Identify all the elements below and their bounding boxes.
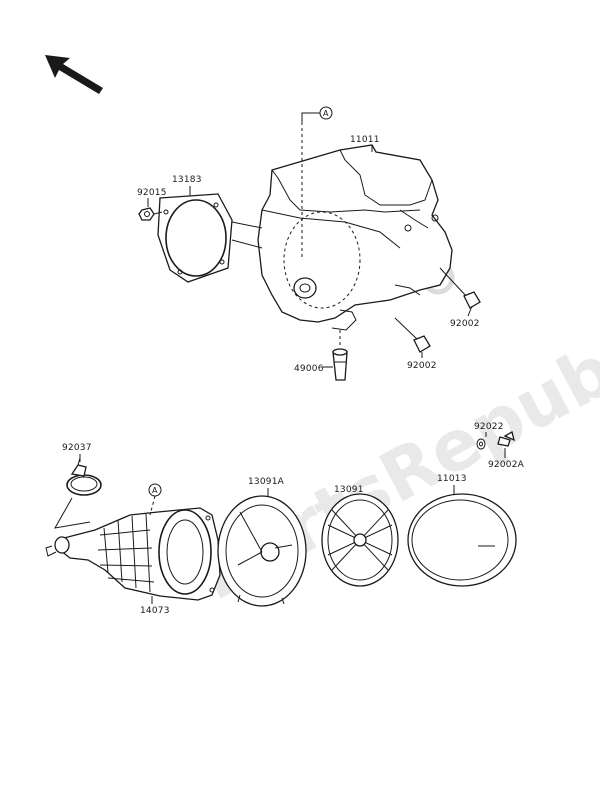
part-label-92015: 92015 <box>137 188 167 198</box>
front-direction-arrow-icon <box>45 55 103 94</box>
filter-frame-13091a <box>217 495 307 607</box>
part-label-13091a: 13091A <box>248 477 285 487</box>
leader-92002-upper <box>467 305 473 317</box>
part-label-11013: 11013 <box>437 474 467 484</box>
wing-nut-92002a <box>497 431 515 447</box>
washer-92022 <box>476 438 486 450</box>
part-label-11011: 11011 <box>350 135 380 145</box>
callout-marker-a-lower: A <box>148 483 162 516</box>
drain-cap-49006 <box>332 330 348 381</box>
intake-boot-14073 <box>45 507 221 601</box>
part-label-14073: 14073 <box>140 606 170 616</box>
part-label-13183: 13183 <box>172 175 202 185</box>
callout-marker-label: A <box>323 109 329 118</box>
callout-marker-label-lower: A <box>152 486 158 495</box>
bolt-92002-upper <box>439 267 481 309</box>
clamp-assembly-line <box>54 497 91 529</box>
hose-clamp-92037 <box>66 457 102 496</box>
part-label-92037: 92037 <box>62 443 92 453</box>
part-label-49006: 49006 <box>294 364 324 374</box>
callout-marker-a-upper: A <box>301 106 333 122</box>
filter-cage-13091 <box>321 493 399 587</box>
nut-92015 <box>138 207 163 221</box>
part-label-13091: 13091 <box>334 485 364 495</box>
part-label-92002a: 92002A <box>488 460 525 470</box>
gasket-plate <box>157 193 263 283</box>
air-filter-element-11013 <box>407 493 517 587</box>
part-label-92002-upper: 92002 <box>450 319 480 329</box>
air-box-case <box>257 144 453 331</box>
bolt-92002-lower <box>394 317 431 353</box>
part-label-92002-lower: 92002 <box>407 361 437 371</box>
part-label-92022: 92022 <box>474 422 504 432</box>
